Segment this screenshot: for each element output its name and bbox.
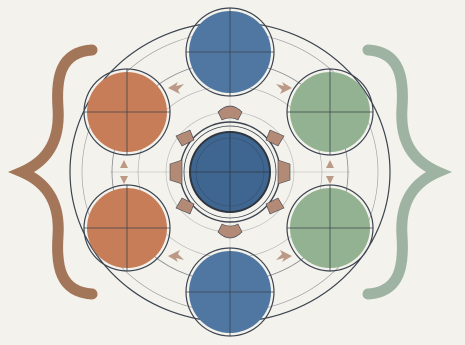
upper-left-orange-circle [84, 69, 170, 155]
petal [170, 160, 182, 184]
center-blue-circle [190, 132, 270, 212]
upper-right-green-circle [287, 69, 373, 155]
bottom-blue-circle [186, 248, 274, 336]
petal [278, 160, 290, 184]
lower-right-green-circle [287, 185, 373, 271]
top-blue-circle [186, 8, 274, 96]
lower-left-orange-circle [84, 185, 170, 271]
